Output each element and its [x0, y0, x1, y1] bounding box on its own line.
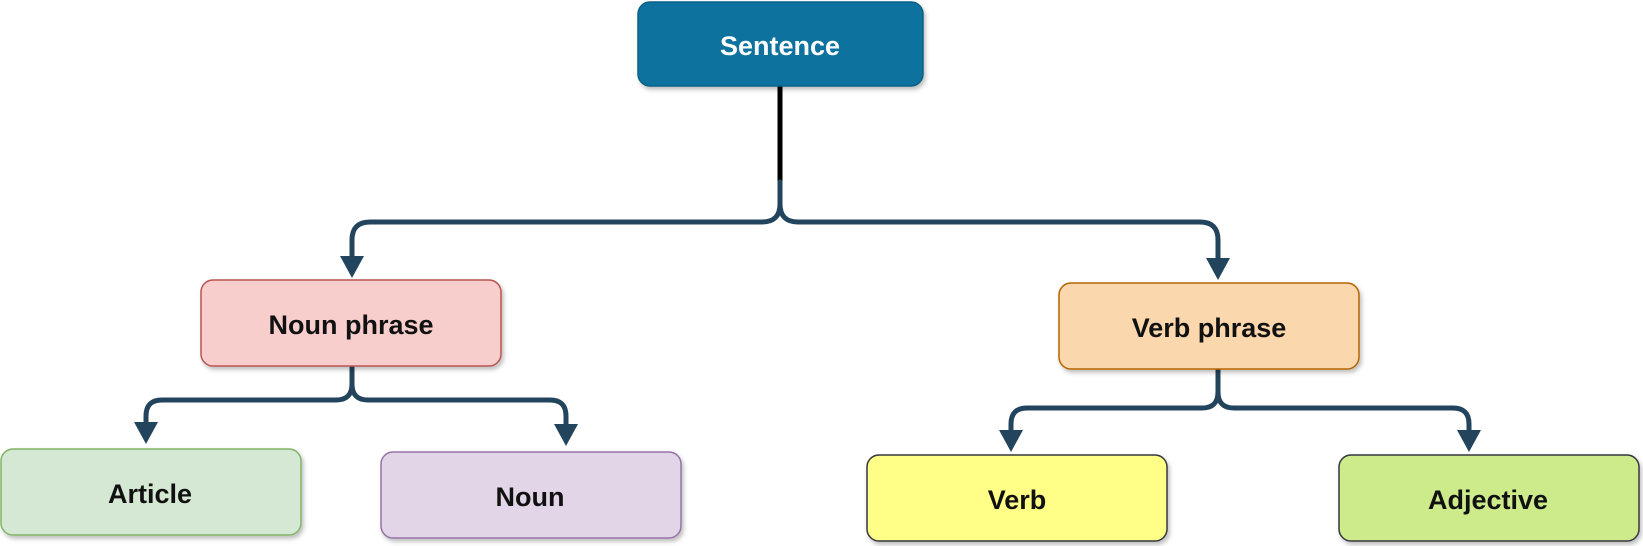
node-verb-label: Verb — [988, 485, 1047, 515]
arrow-to-verb-phrase — [1206, 258, 1230, 280]
node-adjective-box — [1338, 454, 1640, 542]
node-noun-box — [380, 451, 682, 539]
node-noun-phrase: Noun phrase — [200, 279, 502, 367]
edge-noun-phrase-noun — [349, 365, 569, 433]
arrow-to-adjective — [1457, 430, 1481, 452]
node-adjective-label: Adjective — [1428, 485, 1548, 515]
node-sentence-box — [637, 1, 924, 87]
node-article-box — [0, 448, 302, 536]
node-verb-phrase-label: Verb phrase — [1132, 313, 1287, 343]
arrow-to-verb — [999, 430, 1023, 452]
edge-sentence-verb-phrase — [777, 179, 1221, 267]
node-noun: Noun — [380, 451, 682, 539]
edge-sentence-noun-phrase — [349, 179, 783, 265]
node-verb-box — [866, 454, 1168, 542]
node-sentence-label: Sentence — [720, 31, 840, 61]
node-verb-phrase: Verb phrase — [1058, 282, 1360, 370]
node-article-label: Article — [108, 479, 192, 509]
arrow-to-noun — [554, 424, 578, 446]
arrow-to-noun-phrase — [340, 256, 364, 278]
edge-verb-phrase-adjective — [1215, 367, 1472, 439]
edges — [134, 83, 1481, 452]
node-article: Article — [0, 448, 302, 536]
node-noun-label: Noun — [496, 482, 565, 512]
node-verb: Verb — [866, 454, 1168, 542]
node-sentence: Sentence — [637, 1, 924, 87]
node-noun-phrase-label: Noun phrase — [268, 310, 433, 340]
edge-verb-phrase-verb — [1008, 367, 1221, 439]
edge-noun-phrase-article — [143, 365, 355, 431]
arrow-to-article — [134, 422, 158, 444]
node-noun-phrase-box — [200, 279, 502, 367]
node-verb-phrase-box — [1058, 282, 1360, 370]
node-adjective: Adjective — [1338, 454, 1640, 542]
